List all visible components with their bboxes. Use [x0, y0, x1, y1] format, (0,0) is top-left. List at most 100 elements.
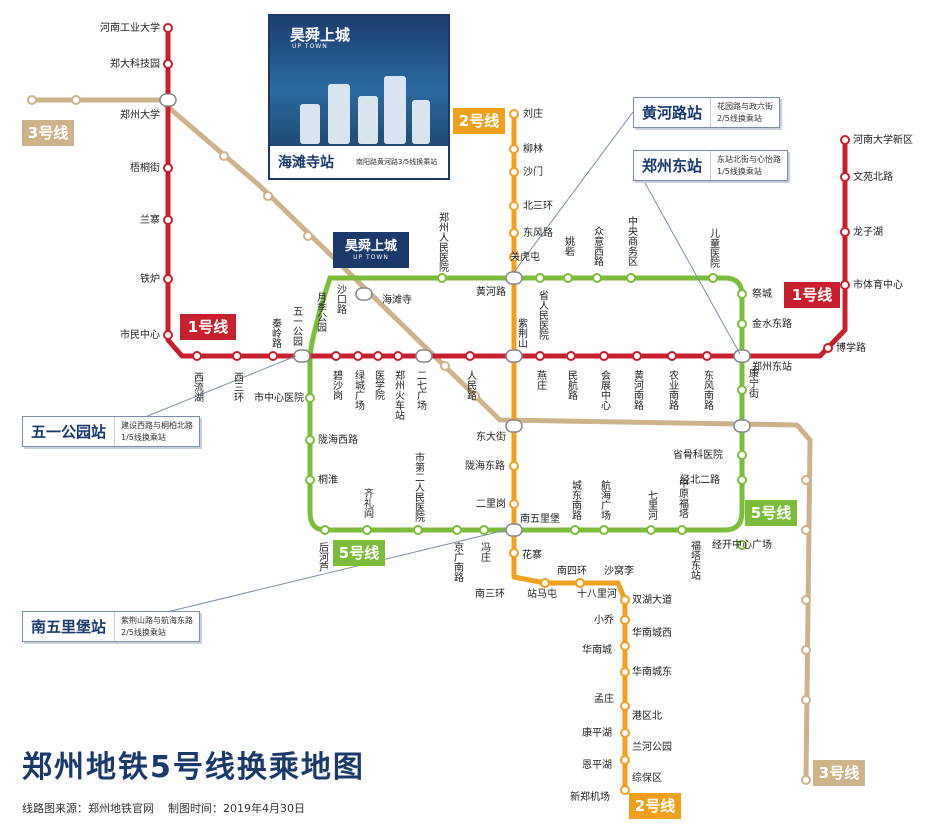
building-shape — [384, 76, 406, 144]
station-label: 郑大科技园 — [110, 57, 160, 70]
station-label: 十八里河 — [577, 587, 617, 600]
station-label: 兰寨 — [140, 213, 160, 226]
map-source: 线路图来源：郑州地铁官网 制图时间：2019年4月30日 — [22, 800, 305, 816]
line3-badge — [22, 120, 74, 146]
interchange-markers — [159, 93, 751, 537]
station-dot — [840, 280, 850, 290]
station-dot — [27, 95, 37, 105]
station-label: 市中心医院 — [254, 391, 304, 404]
station-label: 秦岭路 — [270, 317, 282, 349]
callout-desc-line: 2/5线换乘站 — [121, 627, 166, 637]
station-label: 博学路 — [836, 341, 866, 354]
station-label: 省骨科医院 — [673, 448, 723, 461]
station-label: 陇海东路 — [465, 459, 505, 472]
station-label: 铁炉 — [140, 272, 160, 285]
leader-lines — [112, 111, 741, 626]
station-label: 双湖大道 — [632, 593, 672, 606]
station-label: 河南大学新区 — [853, 133, 913, 146]
station-label: 华南城西 — [632, 626, 672, 639]
station-dot — [509, 228, 519, 238]
building-shape — [300, 104, 320, 144]
station-dot — [599, 351, 609, 361]
station-label: 绿城广场 — [353, 369, 365, 411]
station-label: 康宁街 — [747, 367, 759, 399]
station-dot — [801, 475, 811, 485]
station-dot — [620, 701, 630, 711]
station-label: 紫荆山 — [516, 318, 528, 348]
station-dot — [737, 450, 747, 460]
station-label: 燕庄 — [535, 370, 547, 391]
station-label: 黄河南路 — [632, 369, 644, 411]
station-dot — [737, 475, 747, 485]
station-label: 二七广场 — [415, 370, 427, 411]
station-label: 西流湖 — [192, 372, 204, 403]
station-label: 郑州东站 — [752, 360, 792, 373]
station-label: 福塔东站 — [689, 539, 701, 581]
station-dot — [163, 23, 173, 33]
station-dot — [599, 525, 609, 535]
line1-badge-right-text: 1号线 — [792, 286, 832, 304]
station-label: 海滩寺 — [382, 293, 412, 306]
station-dot — [470, 391, 480, 401]
station-dot — [509, 461, 519, 471]
promo-image-card: 昊舜上城 UP TOWN 海滩寺站 南阳路黄河路3/5线换乘站 — [268, 14, 450, 180]
line3-badge-bottom-text: 3号线 — [819, 764, 859, 782]
building-shape — [412, 100, 430, 144]
station-dot — [702, 351, 712, 361]
uptown-logo-sub: UP TOWN — [353, 254, 389, 261]
station-label: 恩平湖 — [582, 759, 612, 771]
station-dot — [192, 351, 202, 361]
interchange-icon — [505, 523, 523, 537]
station-label: 新郑机场 — [570, 790, 610, 803]
station-label: 京广南路 — [452, 541, 464, 583]
station-label: 市第二人民医院 — [413, 451, 425, 523]
station-dot — [465, 351, 475, 361]
station-dots — [27, 23, 850, 795]
station-dot — [509, 144, 519, 154]
station-label: 姚砦 — [563, 235, 575, 257]
interchange-icon — [159, 93, 177, 107]
station-label: 后河芦 — [317, 542, 329, 573]
promo-footer: 海滩寺站 南阳路黄河路3/5线换乘站 — [270, 146, 448, 178]
line2-track — [511, 114, 628, 790]
station-label: 柳林 — [523, 142, 543, 155]
station-label: 站马屯 — [527, 587, 557, 600]
line5-badge — [333, 540, 385, 566]
station-label: 沙口路 — [335, 284, 347, 315]
line2-badge — [453, 108, 505, 134]
callout-desc-line: 花园路与政六街 — [717, 101, 774, 111]
interchange-icon — [505, 271, 523, 285]
station-dot — [801, 525, 811, 535]
line3-badge-left-text: 3号线 — [28, 124, 68, 142]
station-dot — [509, 499, 519, 509]
line3-badge — [813, 760, 865, 786]
station-dot — [801, 775, 811, 785]
station-label: 康平湖 — [582, 726, 612, 739]
station-dot — [331, 351, 341, 361]
station-dot — [303, 231, 313, 241]
station-dot — [163, 330, 173, 340]
station-label: 冯庄 — [479, 542, 491, 563]
station-dot — [320, 525, 330, 535]
station-label: 河南工业大学 — [100, 21, 160, 34]
station-dot — [163, 59, 173, 69]
station-label: 沙门 — [523, 165, 543, 178]
station-label: 桐淮 — [318, 473, 338, 486]
station-label: 南五里堡 — [520, 512, 560, 525]
station-dot — [509, 201, 519, 211]
station-label: 祭城 — [752, 288, 772, 300]
station-dot — [620, 615, 630, 625]
station-dot — [570, 525, 580, 535]
station-label: 东风南路 — [702, 369, 714, 411]
station-dot — [801, 695, 811, 705]
station-dot — [163, 274, 173, 284]
callout-desc-line: 1/5线换乘站 — [121, 432, 166, 442]
station-dot — [566, 351, 576, 361]
station-label: 关虎屯 — [510, 250, 540, 263]
station-label: 郑州大学 — [120, 108, 160, 121]
